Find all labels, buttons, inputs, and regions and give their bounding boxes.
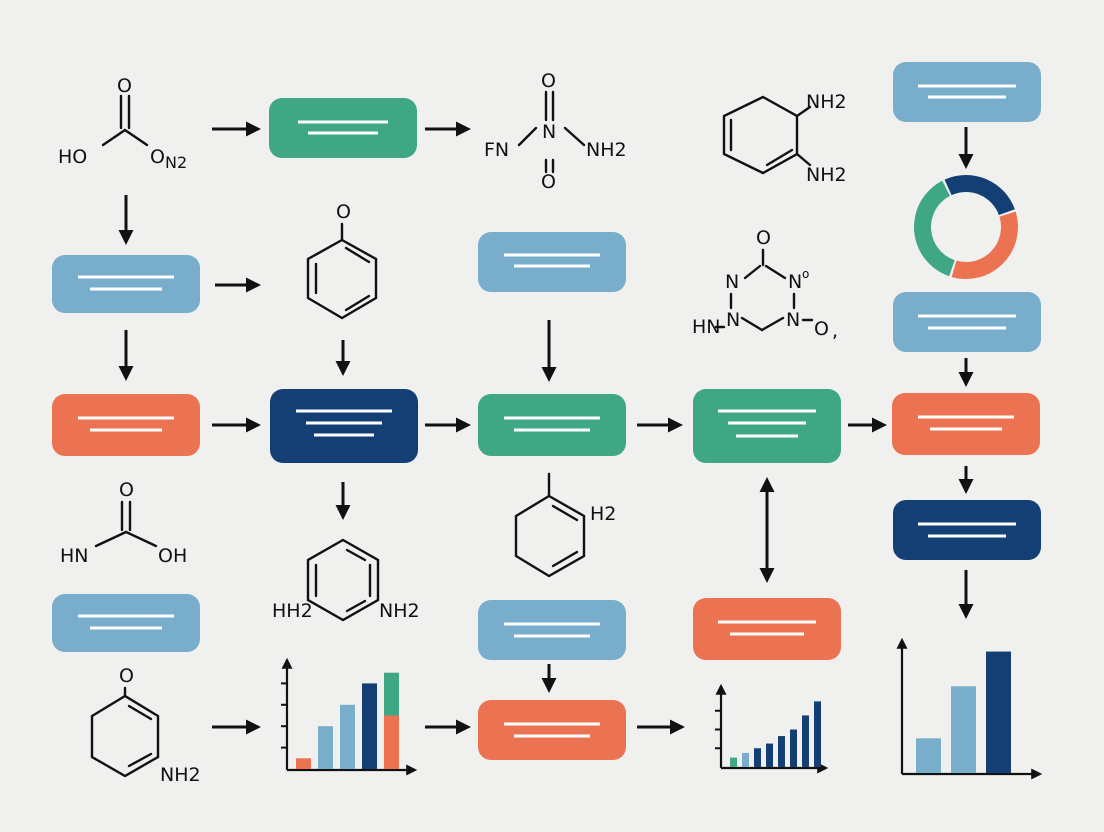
molecule-3: NH2 NH2 <box>722 91 847 186</box>
process-box-navy-right <box>893 500 1041 560</box>
process-box-blue-top-right <box>893 62 1041 122</box>
atom-label: N <box>542 121 556 143</box>
bar-8 <box>814 701 821 767</box>
bar-1 <box>730 757 737 767</box>
molecule-7: H2 <box>514 472 616 578</box>
bar-2-s0 <box>318 726 333 769</box>
process-box-coral-lower-right <box>693 598 841 660</box>
bar-3 <box>986 651 1011 773</box>
donut-chart <box>914 175 1018 279</box>
atom-label: O <box>541 171 556 193</box>
flow-arrows <box>118 121 974 735</box>
atom-label: HH2 <box>272 600 313 622</box>
process-box-coral-bottom <box>478 700 626 760</box>
atom-label: N <box>788 271 802 293</box>
atom-label: HO <box>58 146 87 168</box>
donut-slice-2 <box>951 211 1018 279</box>
molecule-4: O <box>306 201 378 320</box>
process-box-coral-left <box>52 394 200 456</box>
donut-slice-3 <box>914 180 955 277</box>
atom-label: O <box>814 318 829 340</box>
molecule-1: O HO O N2 <box>58 75 187 172</box>
process-box-coral-right <box>892 393 1040 455</box>
atom-label: N <box>726 309 740 331</box>
atom-label: O <box>117 75 132 97</box>
process-boxes <box>52 62 1041 760</box>
molecule-9: O NH2 <box>90 665 201 786</box>
bar-2 <box>742 752 749 767</box>
atom-label: O <box>119 665 134 687</box>
atom-label: O <box>541 70 556 92</box>
bar-3 <box>754 748 761 767</box>
atom-label: H2 <box>590 503 616 525</box>
atom-label: FN <box>484 139 509 161</box>
bar-4 <box>766 743 773 767</box>
atom-label: O <box>119 479 134 501</box>
atom-label: O <box>150 146 165 168</box>
atom-label: N <box>725 271 739 293</box>
atom-label: HN <box>692 316 721 338</box>
process-box-blue-lower-left <box>52 594 200 652</box>
bar-2 <box>951 686 976 773</box>
bar-1 <box>916 738 941 773</box>
bar-chart-mid <box>715 683 829 774</box>
process-box-teal-top <box>269 98 417 158</box>
bar-chart-left <box>281 657 418 776</box>
molecule-6: O HN OH <box>60 479 187 567</box>
atom-label: o <box>802 267 809 281</box>
bar-6 <box>790 729 797 767</box>
donut-slice-1 <box>944 175 1015 216</box>
atom-label: N <box>786 309 800 331</box>
molecule-2: O FN N NH2 O <box>484 70 627 193</box>
atom-label: N2 <box>165 153 187 172</box>
bar-chart-right <box>896 637 1043 780</box>
atom-label: NH2 <box>160 764 201 786</box>
atom-label: HN <box>60 545 89 567</box>
atom-label: NH2 <box>806 91 847 113</box>
atom-label: NH2 <box>806 164 847 186</box>
bar-5-s0 <box>384 715 399 769</box>
bar-4-s0 <box>362 683 377 769</box>
atom-label: NH2 <box>586 139 627 161</box>
process-box-blue-lower-mid <box>478 600 626 660</box>
process-box-teal-right <box>693 389 841 463</box>
atom-label: O <box>336 201 351 223</box>
process-box-blue-left <box>52 255 200 313</box>
bar-3-s0 <box>340 704 355 769</box>
molecule-5: O N N o HN N N O , <box>692 227 838 342</box>
bar-5-s1 <box>384 672 399 716</box>
atom-label: O <box>756 227 771 249</box>
bar-7 <box>802 715 809 767</box>
process-box-teal-mid <box>478 394 626 456</box>
atom-label: NH2 <box>379 600 420 622</box>
bar-5 <box>778 736 785 767</box>
process-box-blue-right-2 <box>893 292 1041 352</box>
bar-1-s0 <box>296 758 311 769</box>
molecule-8: HH2 NH2 <box>272 538 420 622</box>
process-box-navy-center <box>270 389 418 463</box>
process-box-blue-mid <box>478 232 626 292</box>
atom-label: OH <box>158 545 187 567</box>
atom-label: , <box>832 320 838 342</box>
